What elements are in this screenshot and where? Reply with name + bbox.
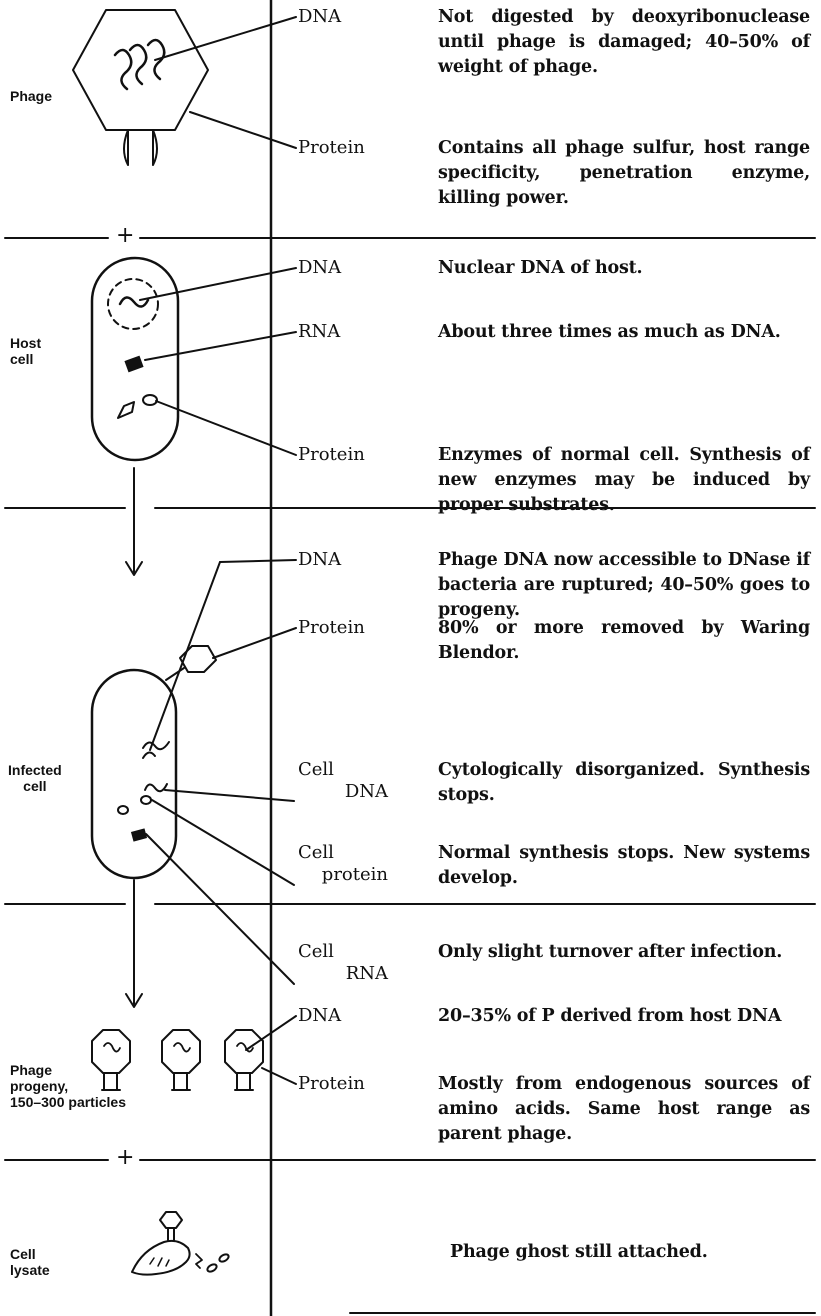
progeny-protein-leader xyxy=(262,1068,296,1084)
description: About three times as much as DNA. xyxy=(438,320,810,345)
attached-phage-icon xyxy=(180,646,216,672)
infected-dna-leader-2 xyxy=(150,562,220,750)
component-label: Protein xyxy=(298,617,365,639)
component-label: DNA xyxy=(298,257,341,279)
description: Not digested by deoxyribonuclease until … xyxy=(438,5,810,80)
infected-cell-icon xyxy=(92,670,176,878)
description: Normal synthesis stops. New systems deve… xyxy=(438,841,810,891)
component-label: DNA xyxy=(298,549,341,571)
stage-label-phage: Phage xyxy=(10,88,52,104)
host-dna-leader xyxy=(140,268,296,300)
description: Nuclear DNA of host. xyxy=(438,256,810,281)
component-label: Protein xyxy=(298,137,365,159)
progeny-phage-2-icon xyxy=(162,1030,200,1090)
infected-cellprotein-leader xyxy=(152,800,294,885)
infected-celldna-leader xyxy=(165,790,294,801)
infected-protein-leader xyxy=(213,628,296,658)
progeny-phage-3-icon xyxy=(225,1030,263,1090)
phage-icon xyxy=(73,10,208,165)
host-rna-leader xyxy=(145,332,296,360)
phage-protein-leader xyxy=(190,112,296,148)
description: Enzymes of normal cell. Synthesis of new… xyxy=(438,443,810,518)
description: Phage DNA now accessible to DNase if bac… xyxy=(438,548,810,623)
lysate-icon xyxy=(132,1212,230,1275)
description: Cytologically disorganized. Synthesis st… xyxy=(438,758,810,808)
description: Mostly from endogenous sources of amino … xyxy=(438,1072,810,1147)
component-label: RNA xyxy=(298,321,340,343)
component-label: DNA xyxy=(298,6,341,28)
description: Phage ghost still attached. xyxy=(450,1240,821,1265)
component-label: Protein xyxy=(298,444,365,466)
host-cell-icon xyxy=(92,258,178,460)
plus-operator-2: + xyxy=(116,1147,134,1169)
infected-dna-leader xyxy=(220,560,296,562)
description: Only slight turnover after infection. xyxy=(438,940,810,965)
description: Contains all phage sulfur, host range sp… xyxy=(438,136,810,211)
component-label: Protein xyxy=(298,1073,365,1095)
phage-dna-leader xyxy=(155,17,296,60)
plus-operator-1: + xyxy=(116,225,134,247)
description: 80% or more removed by Waring Blendor. xyxy=(438,616,810,666)
infected-phage-tail xyxy=(166,668,184,680)
description: 20–35% of P derived from host DNA xyxy=(438,1004,810,1029)
component-label: DNA xyxy=(298,1005,341,1027)
